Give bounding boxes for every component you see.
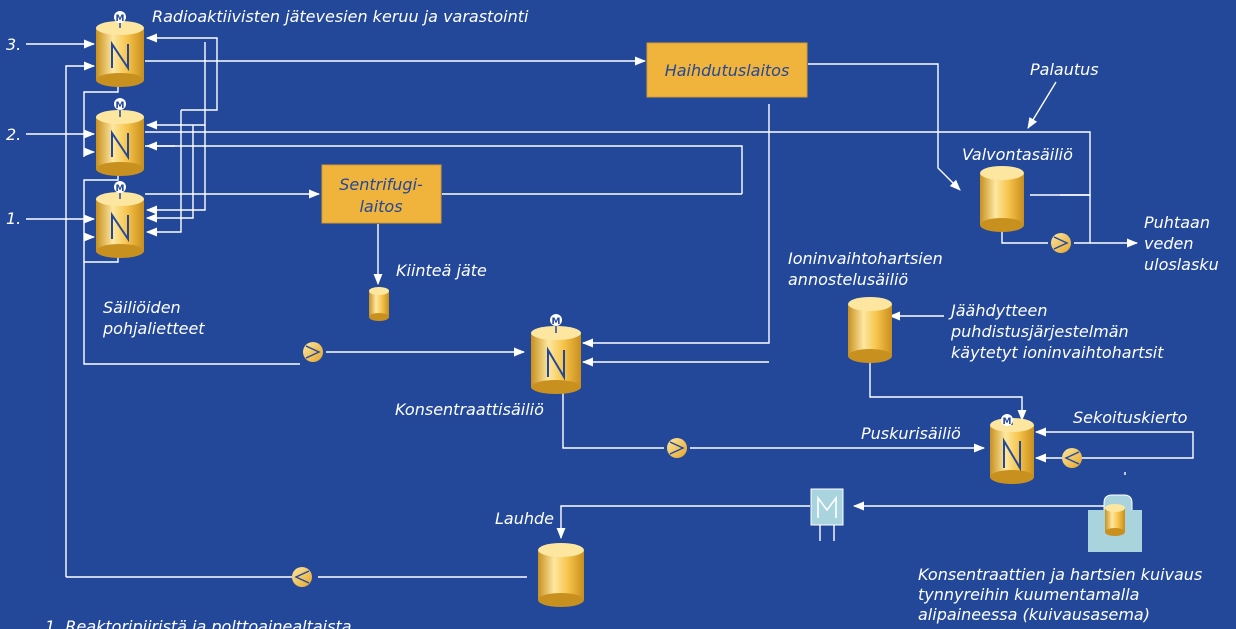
- tank-sludge-label-1: Säiliöiden: [103, 298, 181, 317]
- condenser-icon: [810, 488, 844, 541]
- source-3-label: 3.: [6, 35, 21, 54]
- collection-title: Radioaktiivisten jätevesien keruu ja var…: [152, 7, 529, 26]
- buffer-tank: M: [990, 414, 1034, 484]
- motor-icon: [550, 314, 562, 326]
- collection-tank-2: M: [96, 98, 144, 176]
- pump-icon: [1062, 448, 1082, 468]
- monitoring-tank-label: Valvontasäiliö: [962, 145, 1073, 164]
- coolant-resins-label-1: Jäähdytteen: [948, 301, 1047, 320]
- condensate-label: Lauhde: [495, 509, 554, 528]
- motor-icon: [114, 11, 126, 23]
- pipes: [26, 33, 1194, 578]
- concentrate-tank: M: [531, 314, 581, 394]
- svg-text:M: M: [116, 184, 125, 194]
- svg-text:M: M: [116, 101, 125, 111]
- svg-text:laitos: laitos: [359, 197, 402, 216]
- drying-label-3: alipaineessa (kuivausasema): [918, 605, 1150, 624]
- resin-dosing-label-1: Ioninvaihtohartsien: [788, 249, 943, 268]
- source-1-label: 1.: [6, 209, 21, 228]
- pump-icon: [303, 342, 323, 362]
- solid-waste-drum: [369, 287, 389, 321]
- svg-text:M: M: [116, 14, 125, 24]
- resin-dosing-tank: [848, 297, 892, 363]
- clean-water-label-3: uloslasku: [1144, 255, 1219, 274]
- footnote-1: 1. Reaktoripiiristä ja polttoainealtaist…: [45, 617, 352, 629]
- coolant-resins-label-2: puhdistusjärjestelmän: [950, 322, 1129, 341]
- clean-water-label-2: veden: [1144, 234, 1193, 253]
- source-2-label: 2.: [6, 125, 21, 144]
- coolant-resins-label-3: käytetyt ioninvaihtohartsit: [951, 343, 1164, 362]
- monitoring-tank: [980, 166, 1024, 232]
- svg-text:M: M: [1003, 417, 1012, 427]
- return-label: Palautus: [1030, 60, 1099, 79]
- condensate-tank: [538, 543, 584, 607]
- drying-label-1: Konsentraattien ja hartsien kuivaus: [918, 565, 1202, 584]
- solid-waste-label: Kiinteä jäte: [396, 261, 487, 280]
- collection-tank-1: M: [96, 181, 144, 258]
- buffer-tank-label: Puskurisäiliö: [861, 424, 961, 443]
- clean-water-label-1: Puhtaan: [1144, 213, 1210, 232]
- svg-text:M: M: [552, 317, 561, 327]
- collection-tank-3: M: [96, 11, 144, 87]
- tank-sludge-label-2: pohjalietteet: [102, 319, 205, 338]
- motor-icon: [1001, 414, 1013, 426]
- drying-label-2: tynnyreihin kuumentamalla: [918, 585, 1139, 604]
- svg-text:Haihdutuslaitos: Haihdutuslaitos: [665, 61, 790, 80]
- concentrate-tank-label: Konsentraattisäiliö: [395, 400, 544, 419]
- mixing-loop-label: Sekoituskierto: [1073, 408, 1188, 427]
- drying-station: [1088, 494, 1142, 552]
- evaporation-plant-box: Haihdutuslaitos: [646, 42, 808, 98]
- svg-text:Sentrifugi-: Sentrifugi-: [339, 175, 423, 194]
- pump-icon: [1051, 233, 1071, 253]
- centrifuge-plant-box: Sentrifugi- laitos: [321, 164, 442, 224]
- resin-dosing-label-2: annostelusäiliö: [788, 270, 908, 289]
- pump-icon: [667, 438, 687, 458]
- motor-icon: [114, 98, 126, 110]
- motor-icon: [114, 181, 126, 193]
- pump-icon: [292, 567, 312, 587]
